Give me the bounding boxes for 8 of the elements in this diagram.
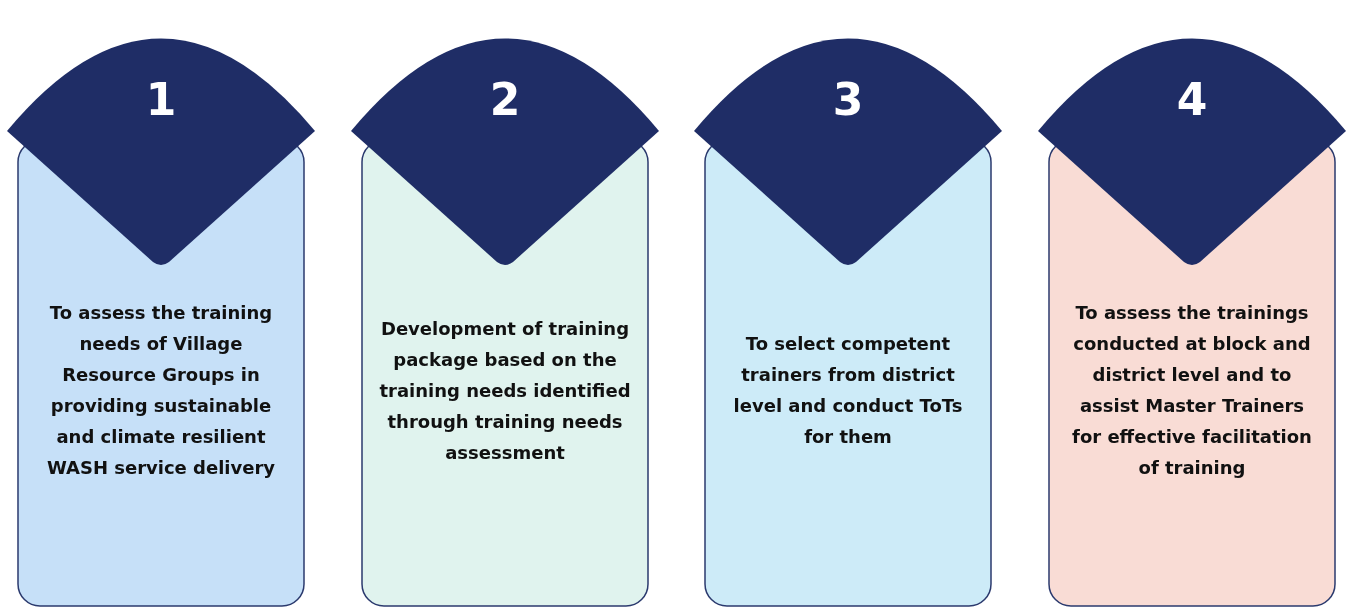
step-description: To assess the training needs of Village Resource Groups in providing sustainable and climate resilient WASH service delivery xyxy=(45,301,277,480)
step-number: 3 xyxy=(832,74,864,126)
step-description: To select competent trainers from district level and conduct ToTs for them xyxy=(732,332,964,449)
step-number: 1 xyxy=(145,74,177,126)
step-number: 2 xyxy=(489,74,521,126)
step-description: Development of training package based on the training needs identified through training needs assessment xyxy=(378,316,632,465)
step-description: To assess the trainings conducted at block and district level and to assist Master Trainers for effective facilitation of training xyxy=(1071,301,1313,480)
step-number: 4 xyxy=(1176,74,1208,126)
